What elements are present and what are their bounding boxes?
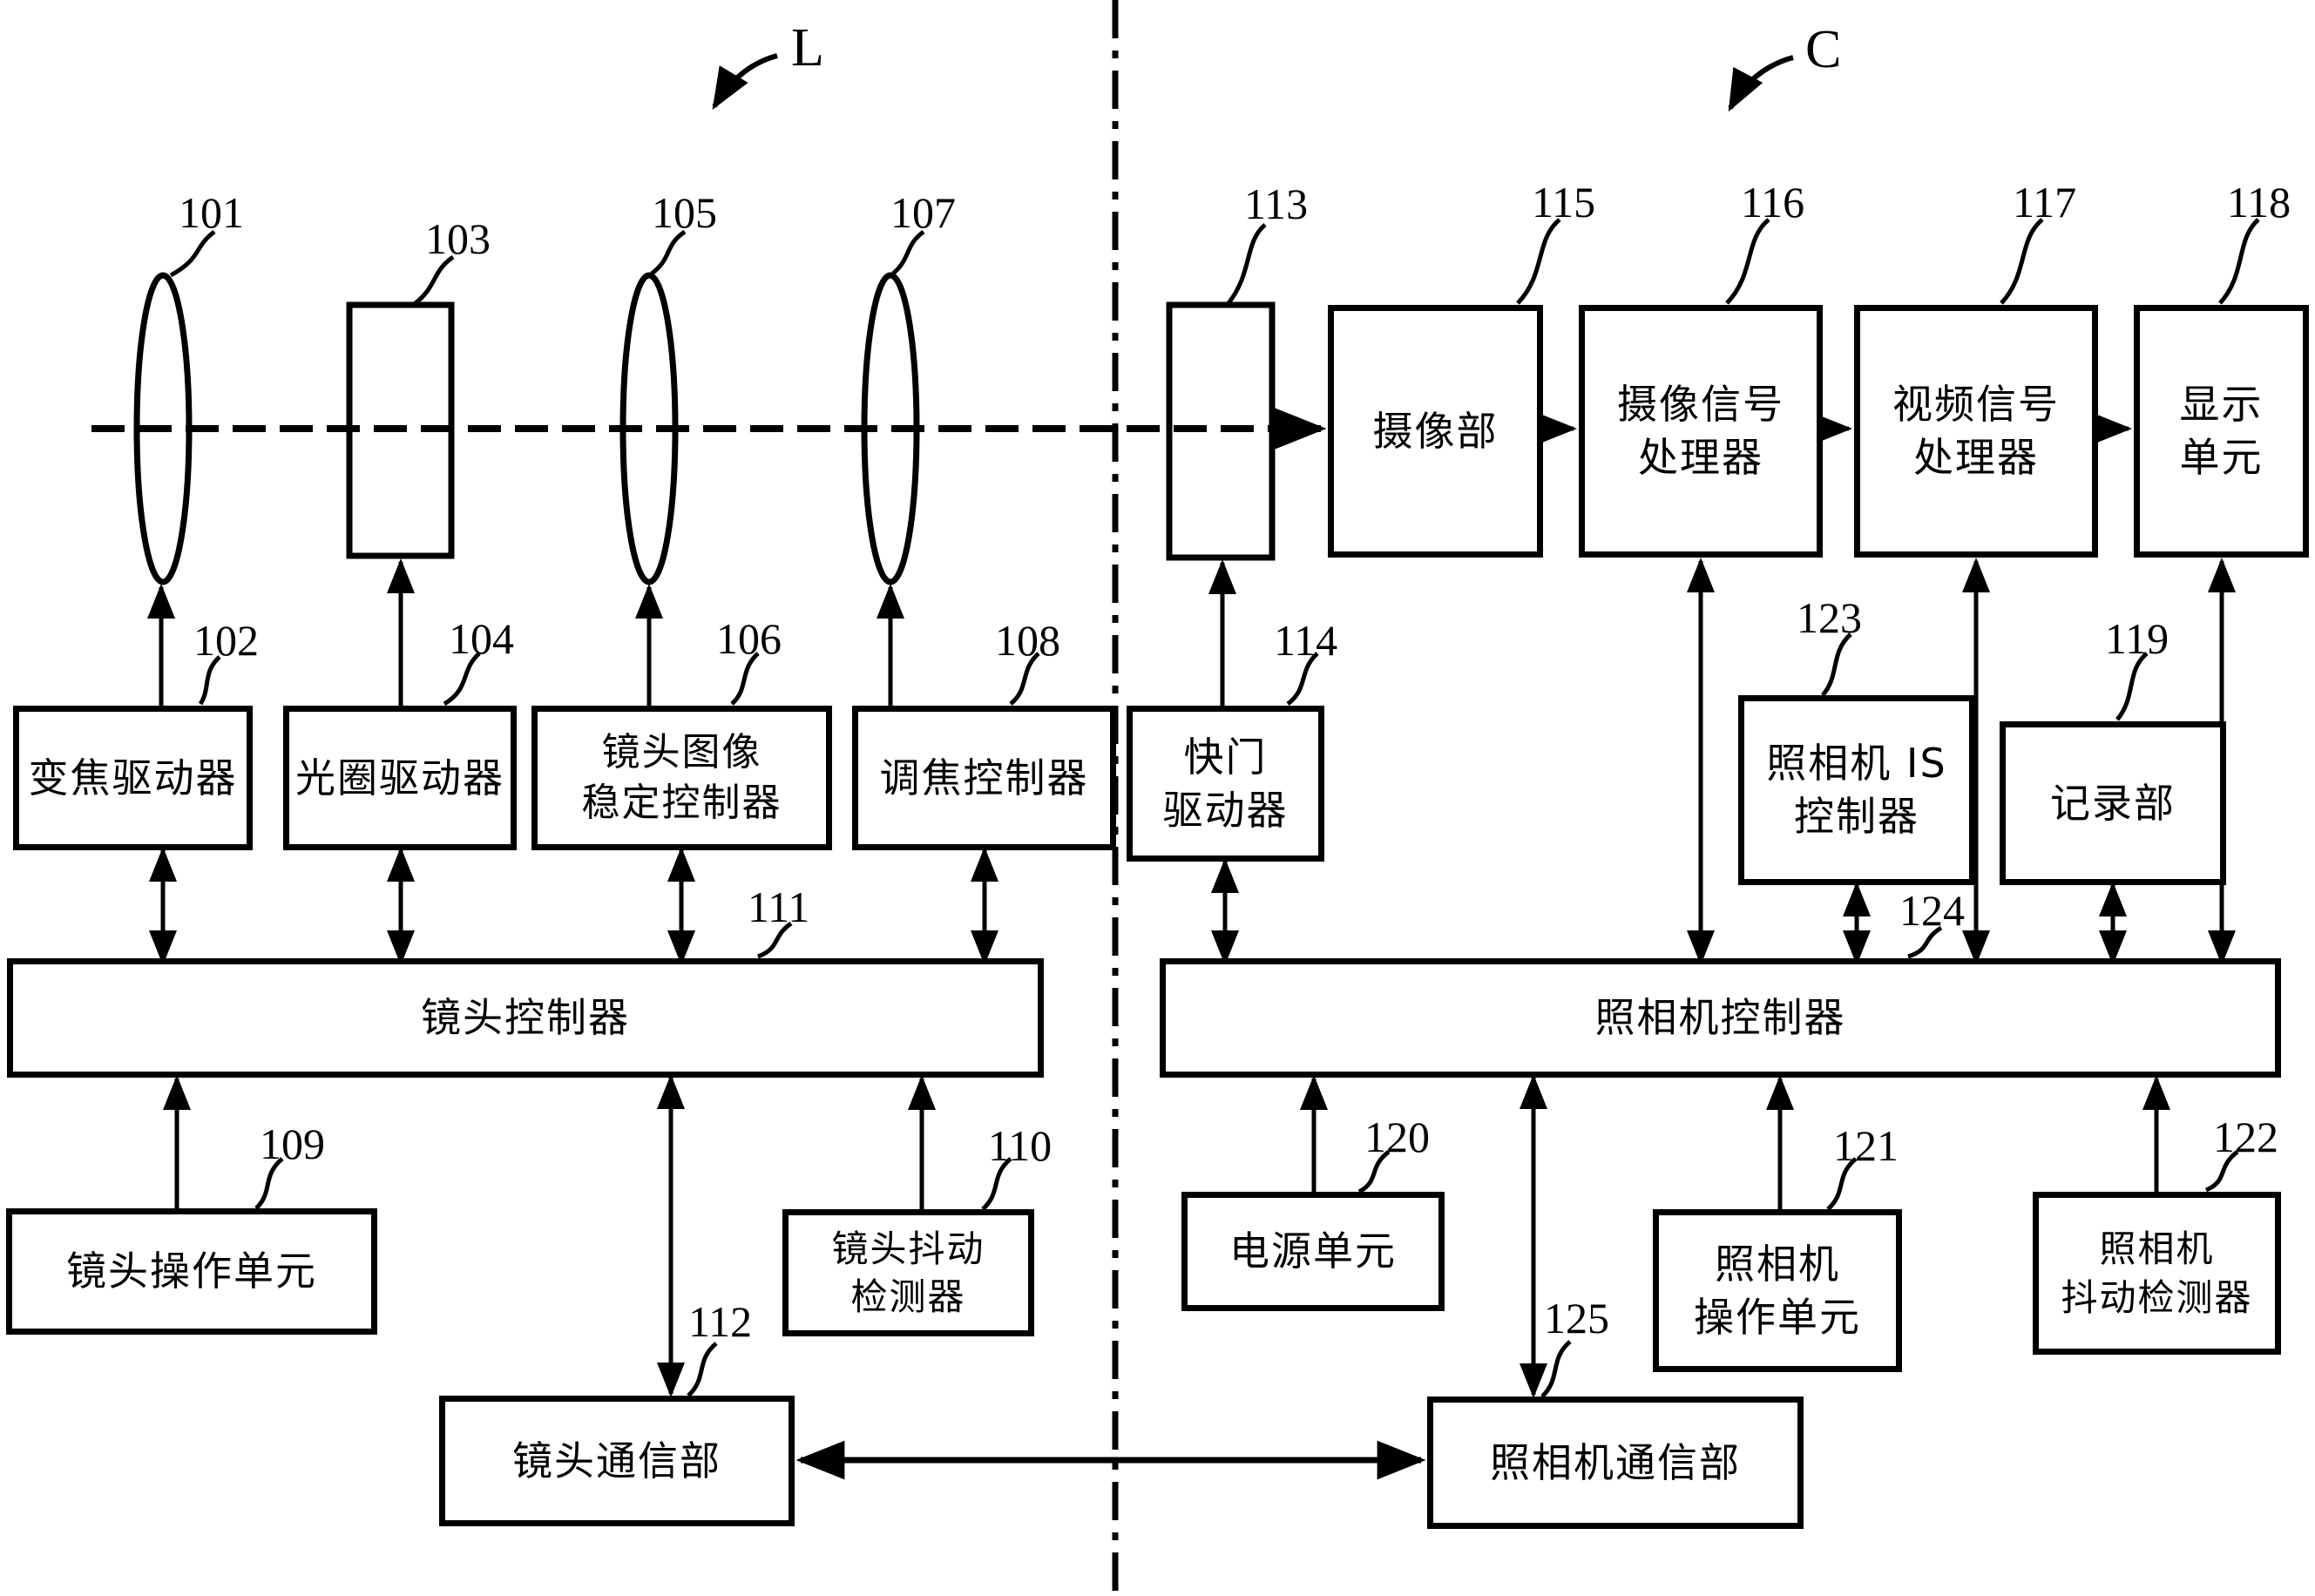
leader-116: [1725, 218, 1770, 305]
ref-label-117: 117: [2013, 178, 2077, 227]
leader-102: [198, 655, 221, 706]
box-lens-communication-unit: 镜头通信部: [439, 1396, 795, 1526]
leader-108: [1009, 652, 1040, 706]
ref-label-102: 102: [193, 616, 259, 665]
ref-label-105: 105: [652, 188, 717, 237]
ref-label-116: 116: [1741, 178, 1805, 227]
leader-107: [891, 229, 925, 275]
ref-label-107: 107: [890, 188, 956, 237]
box-camera-operation-unit: 照相机操作单元: [1653, 1209, 1902, 1372]
leader-110: [981, 1157, 1012, 1211]
box-focus-controller: 调焦控制器: [852, 706, 1116, 850]
leader-123: [1821, 632, 1852, 697]
ref-label-123: 123: [1797, 593, 1862, 642]
leader-101: [169, 230, 216, 278]
leader-105: [650, 229, 687, 275]
box-zoom-driver: 变焦驱动器: [13, 706, 253, 850]
ref-label-124: 124: [1899, 886, 1965, 935]
leader-104: [443, 652, 481, 707]
leader-124: [1907, 925, 1943, 959]
ref-label-112: 112: [688, 1297, 753, 1346]
shutter-element-113: [1166, 301, 1276, 561]
reference-leader-lines: [169, 218, 2260, 1398]
box-aperture-driver: 光圈驱动器: [283, 706, 517, 850]
box-lens-operation-unit: 镜头操作单元: [6, 1208, 377, 1335]
ref-label-122: 122: [2213, 1112, 2278, 1161]
ref-label-106: 106: [716, 614, 782, 663]
ref-label-113: 113: [1244, 179, 1309, 228]
leader-121: [1826, 1157, 1858, 1211]
ref-label-118: 118: [2227, 178, 2291, 227]
box-lens-image-stabilization-controller: 镜头图像稳定控制器: [531, 706, 832, 850]
leader-111: [757, 921, 793, 959]
box-recording-unit: 记录部: [2000, 721, 2226, 885]
box-power-unit: 电源单元: [1181, 1192, 1445, 1311]
box-imaging-unit: 摄像部: [1328, 305, 1543, 558]
box-camera-communication-unit: 照相机通信部: [1427, 1396, 1804, 1529]
ref-label-108: 108: [995, 616, 1060, 665]
leader-112: [687, 1342, 718, 1397]
leader-119: [2115, 652, 2149, 721]
box-lens-shake-detector: 镜头抖动检测器: [782, 1209, 1034, 1336]
leader-125: [1540, 1340, 1572, 1398]
camera-side-pointer-arrow: [1728, 55, 1794, 112]
box-imaging-signal-processor: 摄像信号处理器: [1579, 305, 1823, 558]
ref-label-110: 110: [988, 1121, 1053, 1170]
leader-114: [1286, 652, 1319, 706]
lens-element-105: [619, 272, 679, 585]
ref-label-109: 109: [260, 1119, 325, 1168]
ref-label-121: 121: [1833, 1121, 1899, 1170]
ref-label-120: 120: [1364, 1112, 1430, 1161]
camera-side-label: C: [1805, 20, 1842, 79]
box-camera-shake-detector: 照相机抖动检测器: [2033, 1192, 2281, 1355]
leader-109: [254, 1157, 284, 1210]
lens-side-pointer-arrow: [712, 53, 778, 111]
lens-element-107: [861, 272, 920, 585]
box-shutter-driver: 快门驱动器: [1127, 706, 1324, 862]
leader-118: [2218, 218, 2260, 305]
box-lens-controller: 镜头控制器: [7, 958, 1044, 1078]
box-camera-controller: 照相机控制器: [1160, 958, 2281, 1078]
ref-label-103: 103: [425, 214, 491, 263]
leader-103: [411, 254, 455, 308]
aperture-element-103: [346, 301, 455, 559]
leader-122: [2204, 1150, 2239, 1193]
leader-106: [730, 652, 760, 706]
ref-label-114: 114: [1274, 616, 1338, 665]
leader-115: [1516, 218, 1561, 305]
ref-label-101: 101: [179, 188, 244, 237]
ref-label-115: 115: [1532, 178, 1596, 227]
lens-side-label: L: [791, 18, 824, 78]
box-video-signal-processor: 视频信号处理器: [1854, 305, 2098, 558]
ref-label-104: 104: [449, 614, 514, 663]
ref-label-119: 119: [2105, 614, 2169, 663]
leader-117: [2000, 218, 2044, 305]
ref-label-125: 125: [1544, 1294, 1609, 1342]
lens-element-101: [133, 272, 193, 585]
box-display-unit: 显示单元: [2134, 305, 2309, 558]
leader-113: [1227, 223, 1267, 305]
ref-label-111: 111: [748, 883, 810, 931]
leader-120: [1357, 1150, 1391, 1194]
